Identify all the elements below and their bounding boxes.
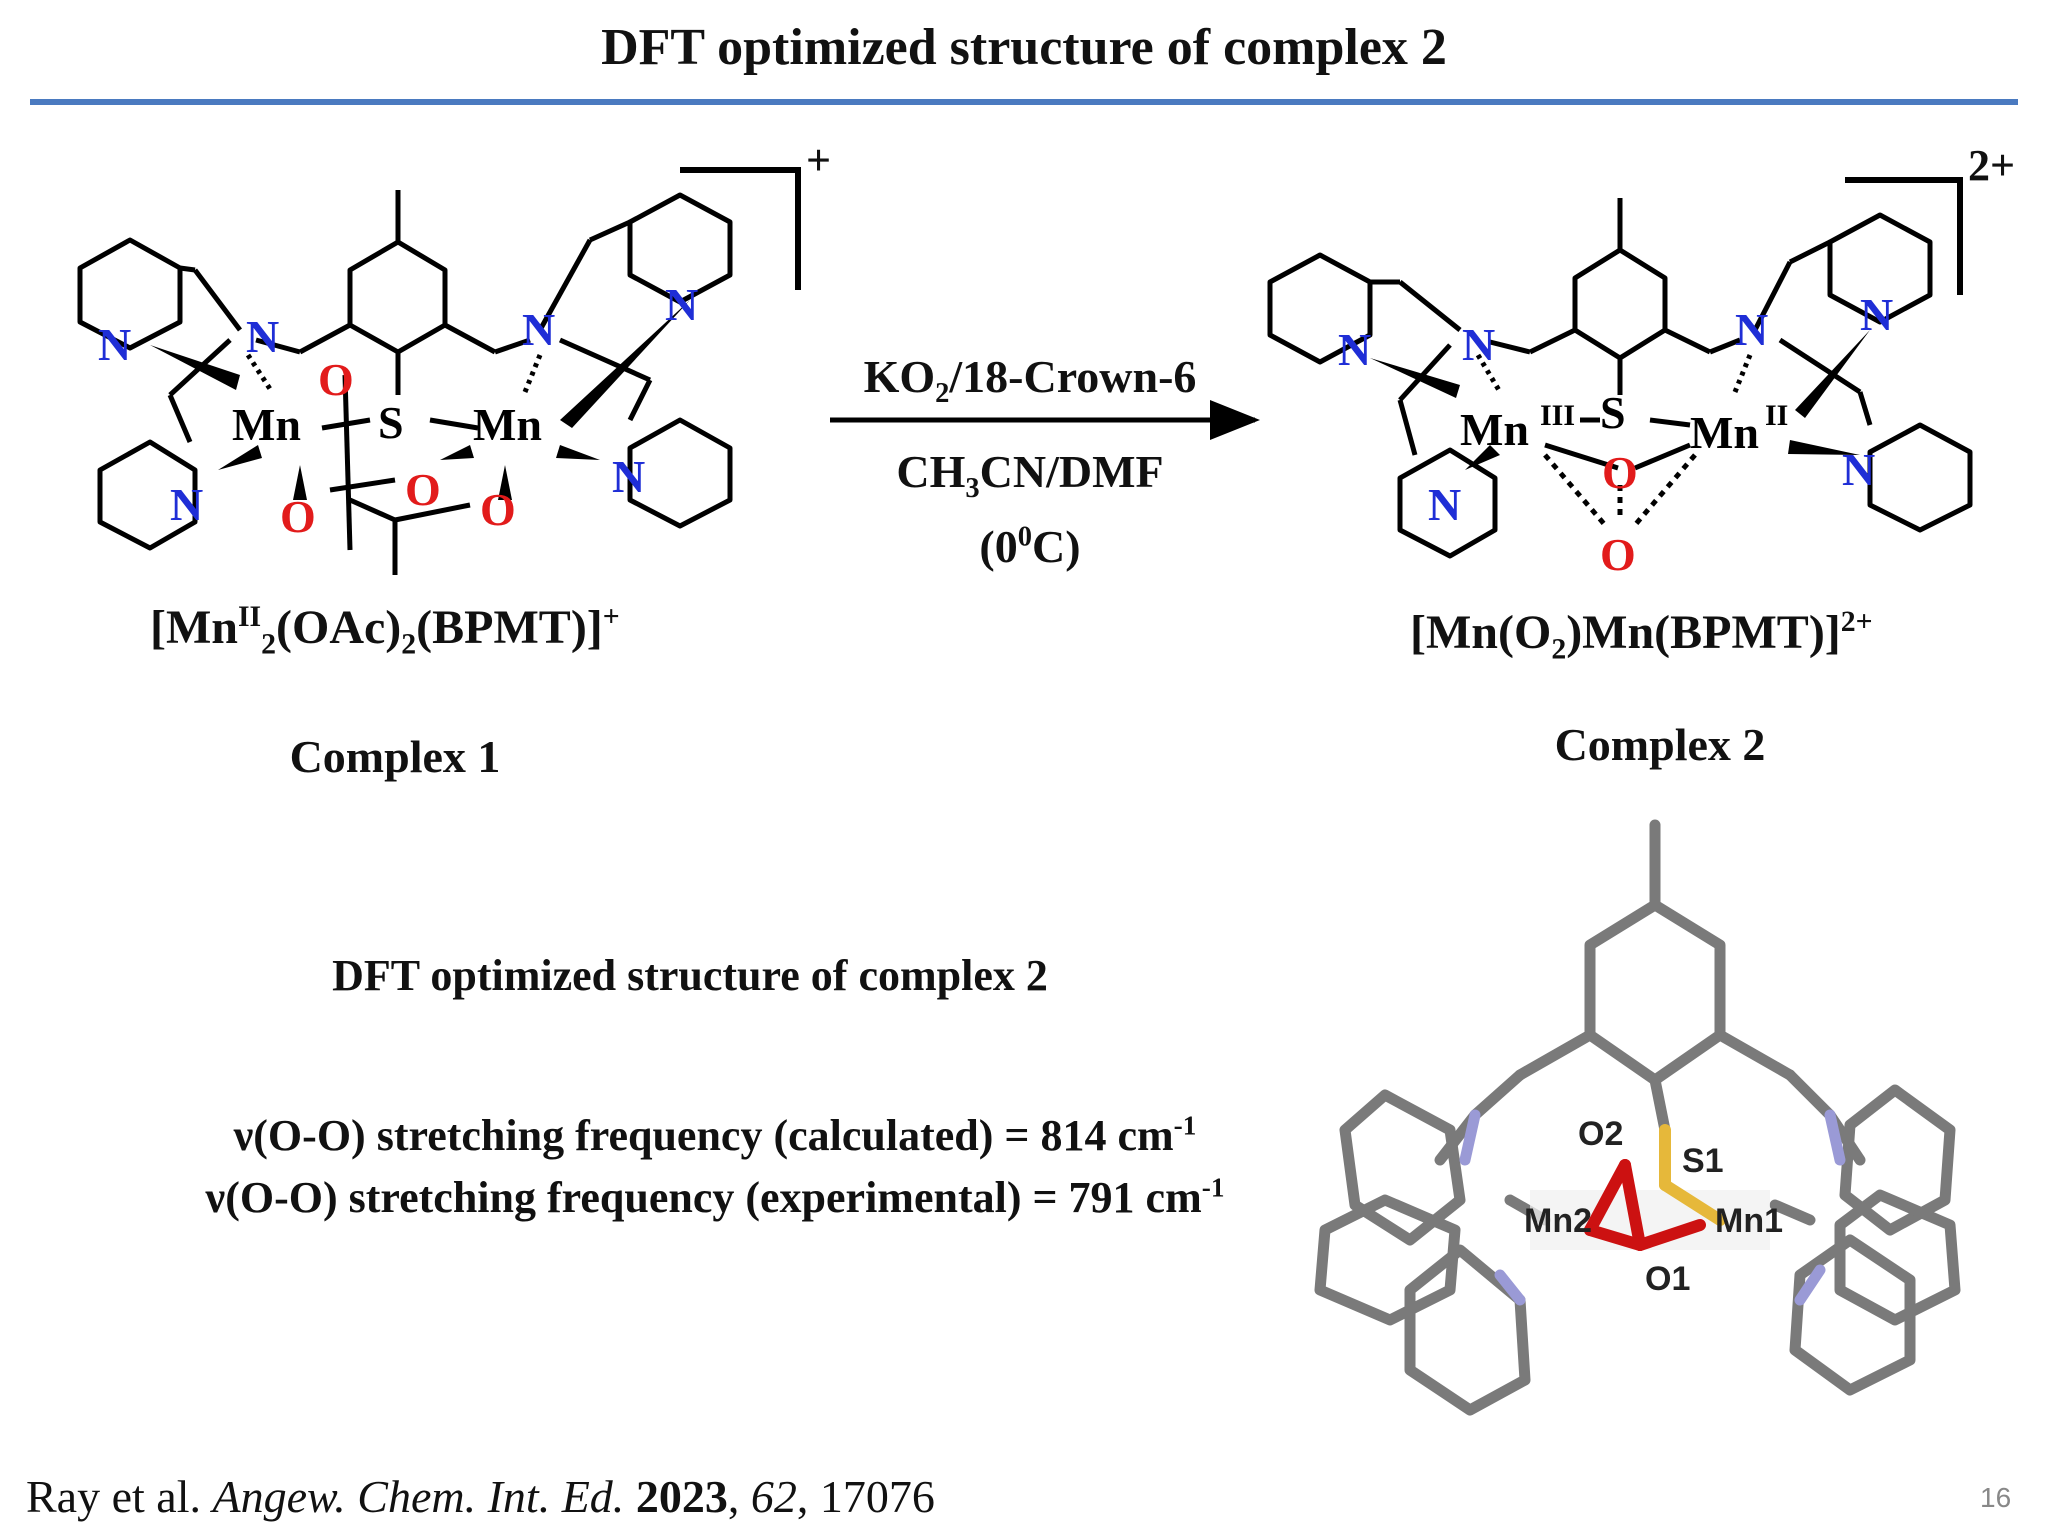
reaction-reagent: KO2/18-Crown-6 xyxy=(863,351,1197,410)
c1-n-left-py2: N xyxy=(170,479,203,530)
dft-label-mn1: Mn1 xyxy=(1715,1202,1783,1240)
c2-n-left-py: N xyxy=(1338,324,1371,375)
c1-n-left: N xyxy=(246,311,279,362)
c1-sulfur: S xyxy=(378,397,404,448)
c2-o-bottom: O xyxy=(1600,529,1636,580)
title-divider xyxy=(30,99,2018,105)
reaction-temperature: (00C) xyxy=(979,521,1081,572)
complex2-formula: [Mn(O2)Mn(BPMT)]2+ xyxy=(1410,605,1873,666)
complex1-structure xyxy=(77,190,733,575)
c1-o4: O xyxy=(480,484,516,535)
dft-label-o1: O1 xyxy=(1645,1260,1690,1298)
c2-n-right: N xyxy=(1735,304,1768,355)
c2-mn-ox-iii: III xyxy=(1540,399,1575,432)
c1-mn-left: Mn xyxy=(232,399,301,450)
c1-n-right-py2: N xyxy=(612,451,645,502)
dft-heading: DFT optimized structure of complex 2 xyxy=(332,951,1048,1000)
complex2-name: Complex 2 xyxy=(1554,719,1766,770)
dft-label-mn2: Mn2 xyxy=(1524,1202,1592,1240)
c2-mn-right: Mn xyxy=(1690,407,1759,458)
c1-n-right-py: N xyxy=(665,279,698,330)
c2-charge: 2+ xyxy=(1968,141,2016,190)
c2-n-left-py2: N xyxy=(1428,479,1461,530)
c1-o2: O xyxy=(280,491,316,542)
dft-label-o2: O2 xyxy=(1578,1115,1623,1153)
freq-calculated: ν(O-O) stretching frequency (calculated)… xyxy=(233,1110,1197,1160)
citation: Ray et al. Angew. Chem. Int. Ed. 2023, 6… xyxy=(26,1471,935,1522)
freq-experimental: ν(O-O) stretching frequency (experimenta… xyxy=(205,1172,1225,1222)
c2-n-right-py2: N xyxy=(1842,444,1875,495)
reaction-solvent: CH3CN/DMF xyxy=(896,446,1164,505)
c1-o3: O xyxy=(405,464,441,515)
c2-n-right-py: N xyxy=(1860,289,1893,340)
c1-o1: O xyxy=(318,354,354,405)
c2-sulfur: S xyxy=(1600,387,1626,438)
page-title: DFT optimized structure of complex 2 xyxy=(601,19,1447,76)
c1-charge: + xyxy=(806,136,832,185)
c2-mn-left: Mn xyxy=(1460,404,1529,455)
c2-bracket xyxy=(1845,177,1963,295)
c2-n-left: N xyxy=(1462,319,1495,370)
complex2-structure xyxy=(1267,198,1973,559)
dft-label-s1: S1 xyxy=(1682,1142,1724,1180)
c1-n-right: N xyxy=(522,304,555,355)
dft-structure-model xyxy=(1314,819,1961,1416)
page-number: 16 xyxy=(1980,1482,2012,1513)
c1-n-left-py: N xyxy=(98,319,131,370)
c1-bracket xyxy=(680,167,801,290)
c2-mn-ox-ii: II xyxy=(1765,399,1788,432)
c1-mn-right: Mn xyxy=(473,399,542,450)
complex1-name: Complex 1 xyxy=(289,731,501,782)
c2-o-top: O xyxy=(1602,447,1638,498)
complex1-formula: [MnII2(OAc)2(BPMT)]+ xyxy=(150,600,620,661)
